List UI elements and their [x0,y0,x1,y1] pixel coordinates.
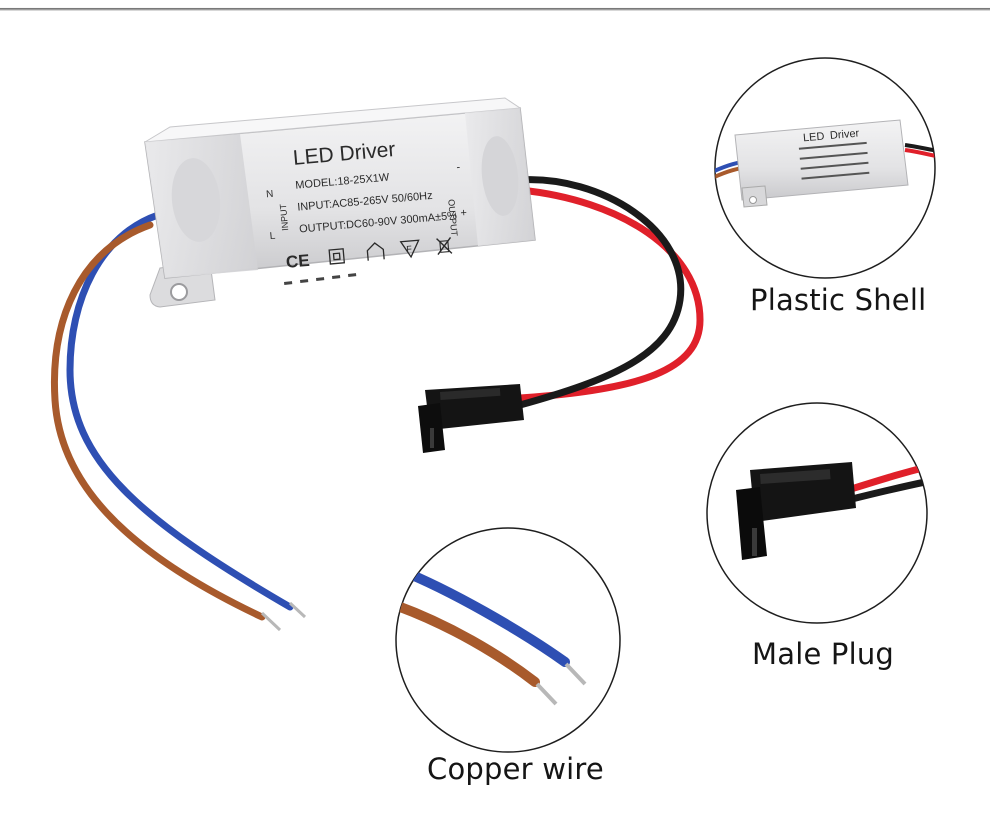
shell-zoom: LED Driver [714,57,936,279]
output-wires [516,176,704,409]
pin-plus-label: + [460,207,467,220]
plug-zoom [706,402,928,624]
male-plug-main [418,384,524,453]
pin-l-label: L [269,231,276,242]
caption-male-plug: Male Plug [752,637,895,671]
input-side-label: INPUT [278,203,290,231]
indoor-use-icon [366,242,385,261]
input-wires [50,211,307,632]
red-wire [516,186,704,402]
blue-wire-tip [288,601,307,619]
brown-wire-tip [260,611,282,632]
svg-text:Driver: Driver [829,127,860,142]
brown-wire [50,221,266,621]
weee-bin-icon [436,237,453,255]
led-driver-shell: LED Driver MODEL:18-25X1W INPUT:AC85-265… [144,97,536,308]
f-mark-triangle-icon [399,239,420,259]
output-side-label: OUTPUT [446,199,459,237]
pin-minus-label: - [456,161,461,173]
ce-mark: CE [285,251,310,272]
mounting-hole [170,283,188,301]
black-wire [516,176,685,409]
double-insulation-icon [328,248,346,265]
svg-text:LED: LED [803,131,825,145]
f-mark: F [406,244,413,254]
pin-n-label: N [266,189,274,201]
caption-plastic-shell: Plastic Shell [750,283,927,317]
vent-slots [283,273,357,285]
wire-zoom [395,527,621,753]
top-divider [0,0,990,14]
caption-copper-wire: Copper wire [427,752,604,786]
